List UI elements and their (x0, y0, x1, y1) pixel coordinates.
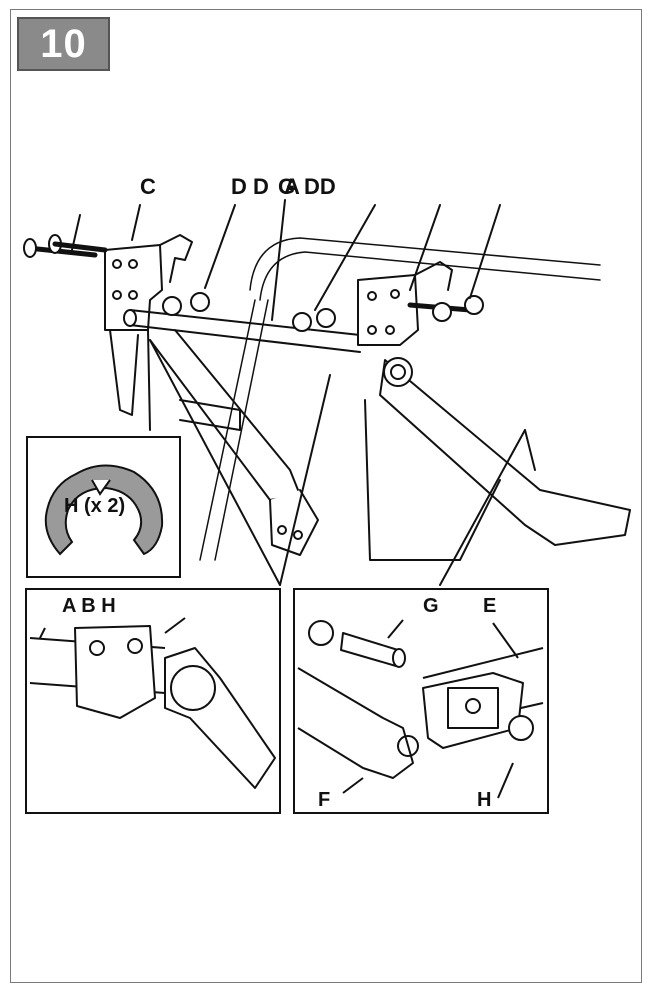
pedal-arm (379, 359, 631, 546)
label-dd-right: DD (304, 174, 336, 199)
label-a-overlap: A (284, 174, 300, 199)
step-number-badge: 10 (17, 17, 110, 71)
left-inset-label: A B H (62, 595, 116, 617)
label-c: C (140, 174, 156, 199)
right-inset-e: E (483, 595, 497, 617)
right-inset-h: H (477, 789, 492, 811)
label-g-overlap: G (278, 174, 296, 199)
right-inset-g: G (423, 595, 439, 617)
right-detail-inset (293, 588, 549, 814)
label-dd-group: D D (231, 174, 269, 199)
left-detail-inset (25, 588, 281, 814)
clip-inset-label: H (x 2) (64, 495, 126, 517)
e-clip-icon (44, 464, 164, 556)
page-frame (10, 9, 642, 983)
right-inset-f: F (318, 789, 331, 811)
clip-inset (26, 436, 181, 578)
